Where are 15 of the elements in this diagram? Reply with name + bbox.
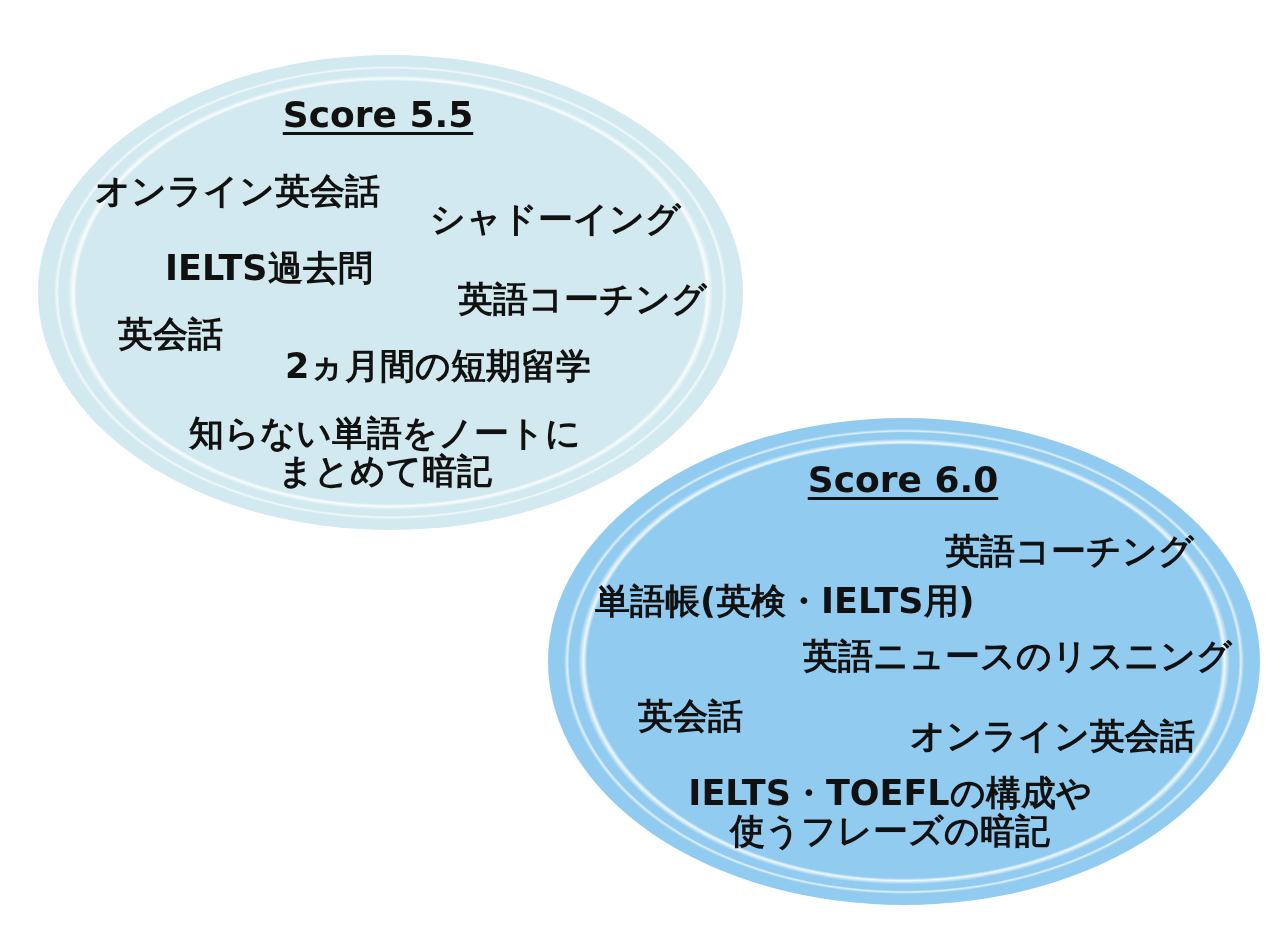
study-method-text: 英語コーチング [945, 530, 1194, 573]
study-method-text: IELTS・TOEFLの構成や使うフレーズの暗記 [687, 775, 1093, 851]
study-method-text: 単語帳(英検・IELTS用) [595, 580, 975, 623]
study-method-text: 知らない単語をノートにまとめて暗記 [188, 415, 582, 491]
score-heading: Score 6.0 [807, 458, 999, 502]
study-method-text: IELTS過去問 [165, 247, 373, 290]
study-method-text: 英会話 [118, 313, 223, 356]
score-heading: Score 5.5 [282, 93, 474, 137]
study-method-text: オンライン英会話 [95, 170, 380, 213]
study-method-text: 英語ニュースのリスニング [803, 635, 1232, 678]
study-method-text: 英会話 [638, 695, 743, 738]
study-method-text: オンライン英会話 [910, 715, 1195, 758]
study-method-text: 英語コーチング [458, 278, 707, 321]
study-method-text: 2ヵ月間の短期留学 [285, 345, 592, 388]
study-method-text: シャドーイング [430, 198, 681, 241]
